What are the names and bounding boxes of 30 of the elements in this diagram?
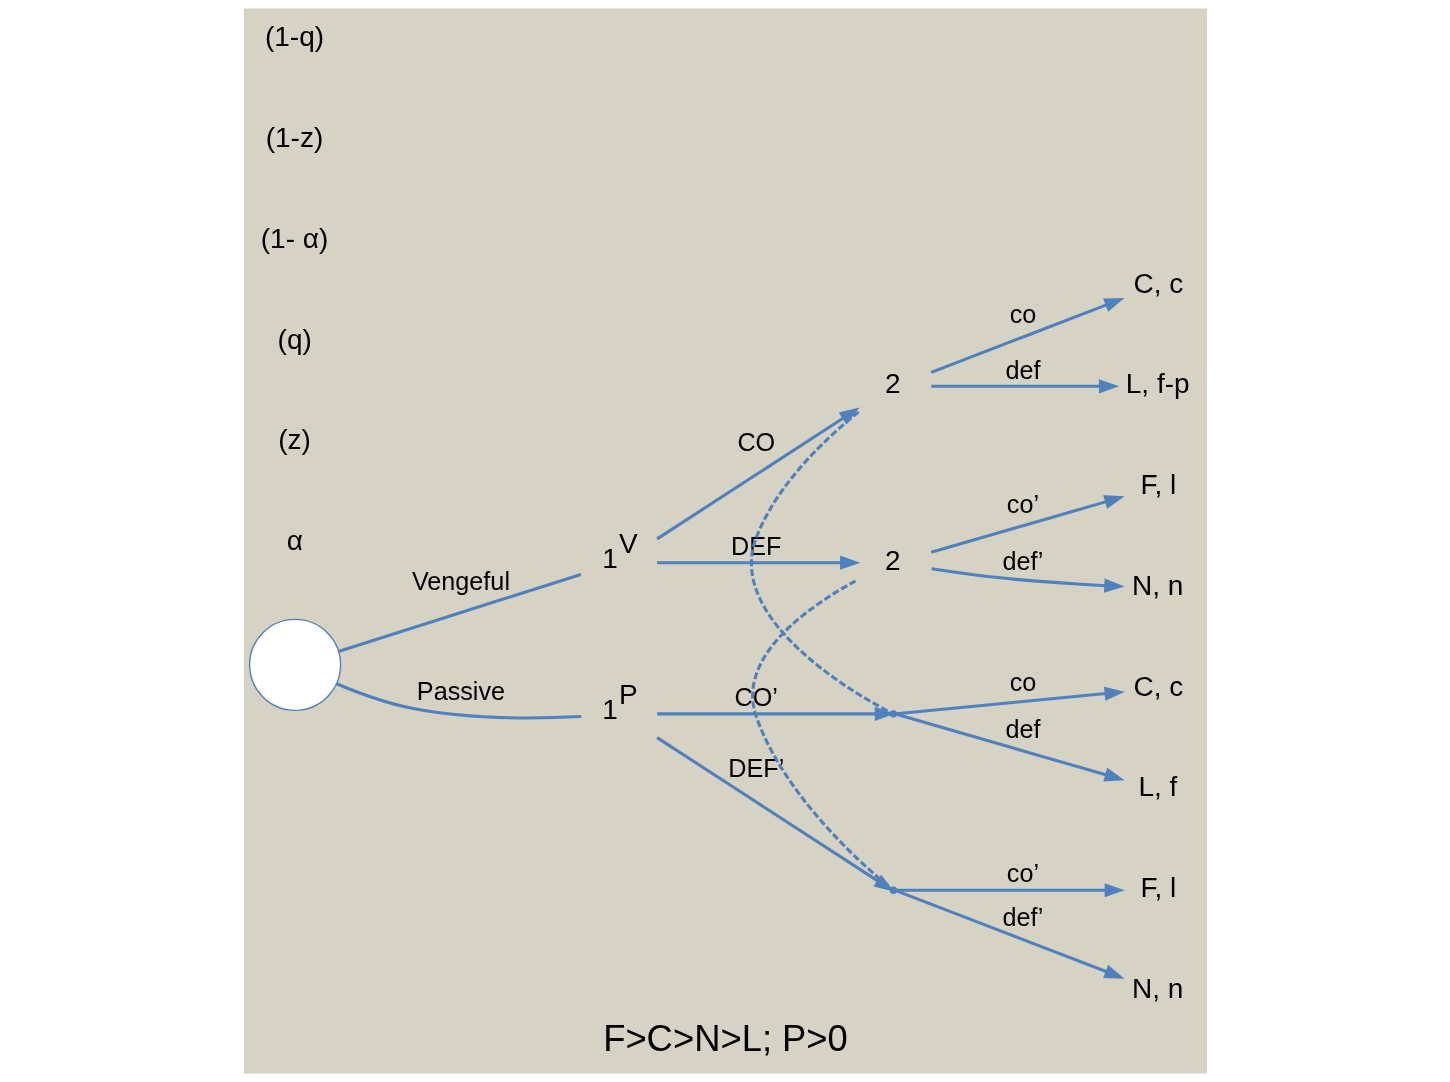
node-text: F, l (1140, 469, 1176, 501)
edge-label: CO’ (734, 683, 778, 712)
edge-label: def’ (1001, 547, 1043, 576)
edge-label: co (1009, 299, 1036, 328)
edge-label: co’ (1006, 489, 1039, 518)
node-text: C, c (1133, 267, 1183, 299)
label: (q) (277, 323, 312, 355)
edge-label: Vengeful (411, 566, 510, 595)
label: (1-z) (265, 121, 323, 153)
node-text: L, f (1137, 771, 1177, 803)
edge-label: co (1009, 667, 1036, 696)
node-text: L, f-p (1125, 368, 1190, 400)
edge-label: co’ (1006, 859, 1039, 888)
label: (z) (277, 424, 311, 456)
node-text: C, c (1133, 670, 1183, 702)
node-text: F, l (1140, 872, 1176, 904)
node-text: 2 (884, 368, 901, 400)
edge-label: DEF’ (727, 754, 784, 783)
label: α (286, 525, 303, 557)
node-text: N, n (1131, 569, 1183, 601)
edge-label: Passive (416, 677, 505, 706)
caption: F>C>N>L; P>0 (602, 1017, 848, 1059)
label: (1- α) (260, 222, 328, 254)
edge-label: def (1004, 355, 1040, 384)
label: (1-q) (264, 21, 324, 53)
edge-label: def (1004, 715, 1040, 744)
edge-label: def’ (1001, 902, 1043, 931)
node-text: N, n (1131, 973, 1183, 1005)
edge-label: CO (736, 428, 775, 457)
node-text: 2 (884, 544, 901, 576)
